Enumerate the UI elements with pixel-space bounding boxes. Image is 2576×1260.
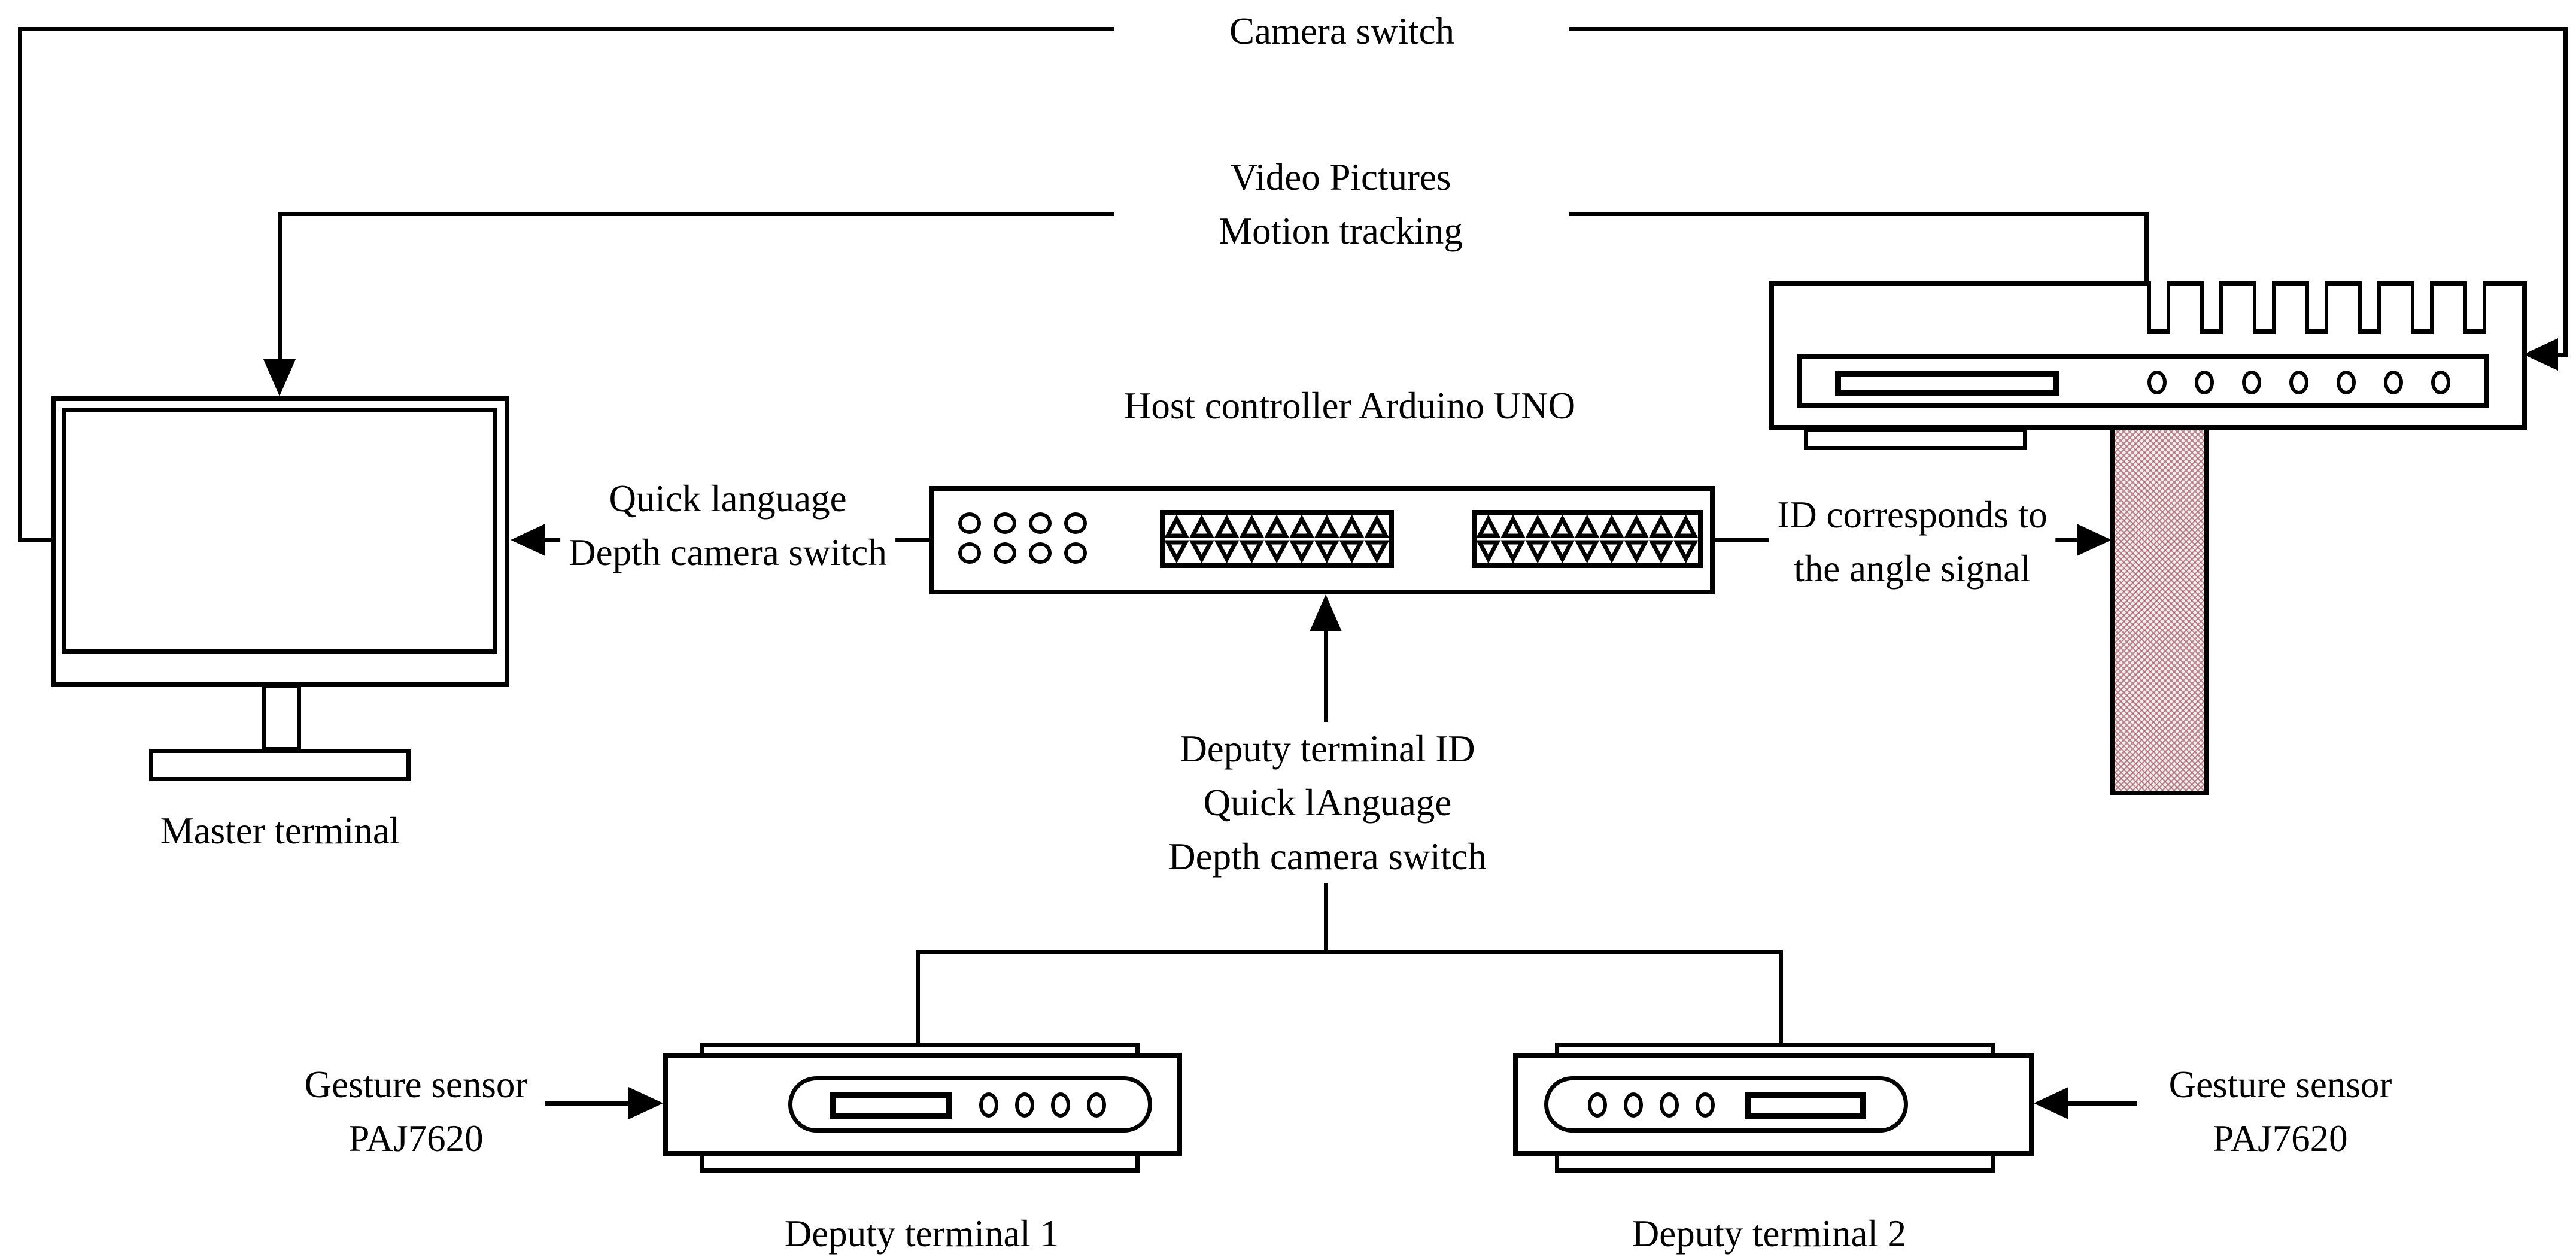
camera-switch-line-right-stub <box>2551 353 2568 357</box>
servo-shaft-hatched <box>2110 426 2209 795</box>
servo-comb-slot <box>2305 281 2328 334</box>
motion-tracking-text: Motion tracking <box>1219 210 1463 252</box>
camera-switch-line-left-vertical <box>18 29 22 542</box>
deputy2-led <box>1588 1092 1607 1118</box>
video-motion-label: Video Pictures Motion tracking <box>1219 150 1463 258</box>
deputy2-display-slot <box>1745 1092 1866 1119</box>
servo-panel-led <box>2195 371 2214 394</box>
deputy-branch-horizontal <box>916 950 1783 954</box>
video-line-left-vertical <box>278 212 282 362</box>
servo-comb-slot <box>2147 281 2170 334</box>
deputy-command-label: Deputy terminal ID Quick lAnguage Depth … <box>1160 722 1495 883</box>
camera-switch-line-top-left <box>18 27 1114 31</box>
servo-panel-led <box>2147 371 2167 394</box>
deputy1-led <box>1051 1092 1070 1118</box>
gesture-sensor-right-text: Gesture sensor <box>2168 1064 2392 1106</box>
arrow-into-servo-shaft <box>2077 524 2112 556</box>
arduino-button <box>1028 512 1052 534</box>
servo-comb-slots <box>2147 281 2516 334</box>
gesture-sensor-left-text: Gesture sensor <box>304 1064 528 1106</box>
servo-panel-slot <box>1835 371 2059 396</box>
deputy1-pill-panel <box>788 1076 1152 1133</box>
monitor-stand-base <box>149 749 411 781</box>
video-line-right-vertical <box>2144 212 2149 284</box>
arrow-into-servo-device <box>2523 338 2558 371</box>
deputy2-drop-line <box>1779 950 1783 1046</box>
depth-camera-switch-text: Depth camera switch <box>569 532 887 573</box>
servo-panel-led <box>2431 371 2450 394</box>
arduino-button <box>958 542 981 564</box>
arduino-button <box>1028 542 1052 564</box>
deputy1-led <box>1015 1092 1034 1118</box>
depth-camera-switch2-text: Depth camera switch <box>1168 836 1487 878</box>
deputy2-led <box>1696 1092 1715 1118</box>
camera-switch-line-top-right <box>1569 27 2568 31</box>
id-corresponds-text: ID corresponds to <box>1777 494 2048 536</box>
servo-panel-led <box>2289 371 2308 394</box>
servo-comb-slot <box>2253 281 2276 334</box>
servo-comb-slot <box>2411 281 2434 334</box>
deputy1-caption: Deputy terminal 1 <box>785 1207 1059 1260</box>
deputy1-drop-line <box>916 950 920 1046</box>
gesture-right-line <box>2065 1101 2137 1106</box>
servo-comb-slot <box>2463 281 2486 334</box>
monitor-screen <box>62 408 497 654</box>
quick-language-text: Quick language <box>609 478 847 520</box>
video-line-right-horizontal <box>1569 212 2149 216</box>
arrow-into-monitor-top <box>263 359 296 396</box>
deputy1-led-row <box>979 1092 1106 1118</box>
camera-switch-text: Camera switch <box>1229 10 1455 52</box>
arrow-into-deputy1 <box>628 1087 663 1119</box>
arduino-button <box>993 542 1016 564</box>
paj7620-left-text: PAJ7620 <box>348 1118 484 1159</box>
id-angle-label: ID corresponds to the angle signal <box>1769 488 2056 596</box>
arduino-button-grid <box>952 508 1093 568</box>
deputy2-caption: Deputy terminal 2 <box>1632 1207 1906 1260</box>
paj7620-right-text: PAJ7620 <box>2213 1118 2348 1159</box>
arduino-header-1 <box>1160 510 1394 568</box>
servo-panel-led-row <box>2147 371 2450 394</box>
video-pictures-text: Video Pictures <box>1230 156 1451 198</box>
servo-panel-led <box>2337 371 2356 394</box>
master-terminal-label: Master terminal <box>160 804 400 858</box>
arduino-header-2-pins <box>1476 514 1699 564</box>
arduino-header-2 <box>1472 510 1703 568</box>
servo-bottom-tab <box>1804 427 2027 450</box>
quick-language2-text: Quick lAnguage <box>1203 782 1452 824</box>
monitor-stand-neck <box>262 684 301 751</box>
quick-language-label: Quick language Depth camera switch <box>560 472 895 579</box>
host-controller-text: Host controller Arduino UNO <box>1123 385 1576 427</box>
arduino-button <box>958 512 981 534</box>
deputy1-caption-text: Deputy terminal 1 <box>784 1213 1059 1255</box>
arduino-button <box>993 512 1016 534</box>
arduino-header-1-pins <box>1164 514 1390 564</box>
gesture-left-line <box>545 1101 634 1106</box>
deputy1-led <box>1087 1092 1106 1118</box>
servo-comb-slot <box>2358 281 2381 334</box>
servo-panel-led <box>2242 371 2261 394</box>
servo-panel-led <box>2384 371 2403 394</box>
gesture-sensor-right-label: Gesture sensor PAJ7620 <box>2169 1058 2392 1165</box>
deputy2-led-row <box>1588 1092 1715 1118</box>
deputy1-display-slot <box>830 1092 952 1119</box>
angle-signal-text: the angle signal <box>1794 548 2031 590</box>
deputy2-led <box>1624 1092 1643 1118</box>
camera-switch-line-right-vertical <box>2563 27 2568 356</box>
master-terminal-text: Master terminal <box>160 810 400 852</box>
host-controller-label: Host controller Arduino UNO <box>1124 379 1575 433</box>
deputy-terminal-id-text: Deputy terminal ID <box>1180 728 1475 770</box>
deputy1-led <box>979 1092 998 1118</box>
arrow-into-monitor-right <box>511 524 545 556</box>
video-line-left-horizontal <box>278 212 1114 216</box>
deputy2-led <box>1660 1092 1679 1118</box>
arrow-into-deputy2 <box>2034 1087 2068 1119</box>
arduino-button <box>1064 512 1087 534</box>
gesture-sensor-left-label: Gesture sensor PAJ7620 <box>305 1058 528 1165</box>
servo-comb-slot <box>2200 281 2223 334</box>
deputy2-caption-text: Deputy terminal 2 <box>1632 1213 1907 1255</box>
arduino-button <box>1064 542 1087 564</box>
arrow-into-arduino-bottom <box>1310 594 1342 631</box>
camera-switch-line-monitor-attach <box>18 538 55 542</box>
camera-switch-label: Camera switch <box>1229 4 1454 58</box>
